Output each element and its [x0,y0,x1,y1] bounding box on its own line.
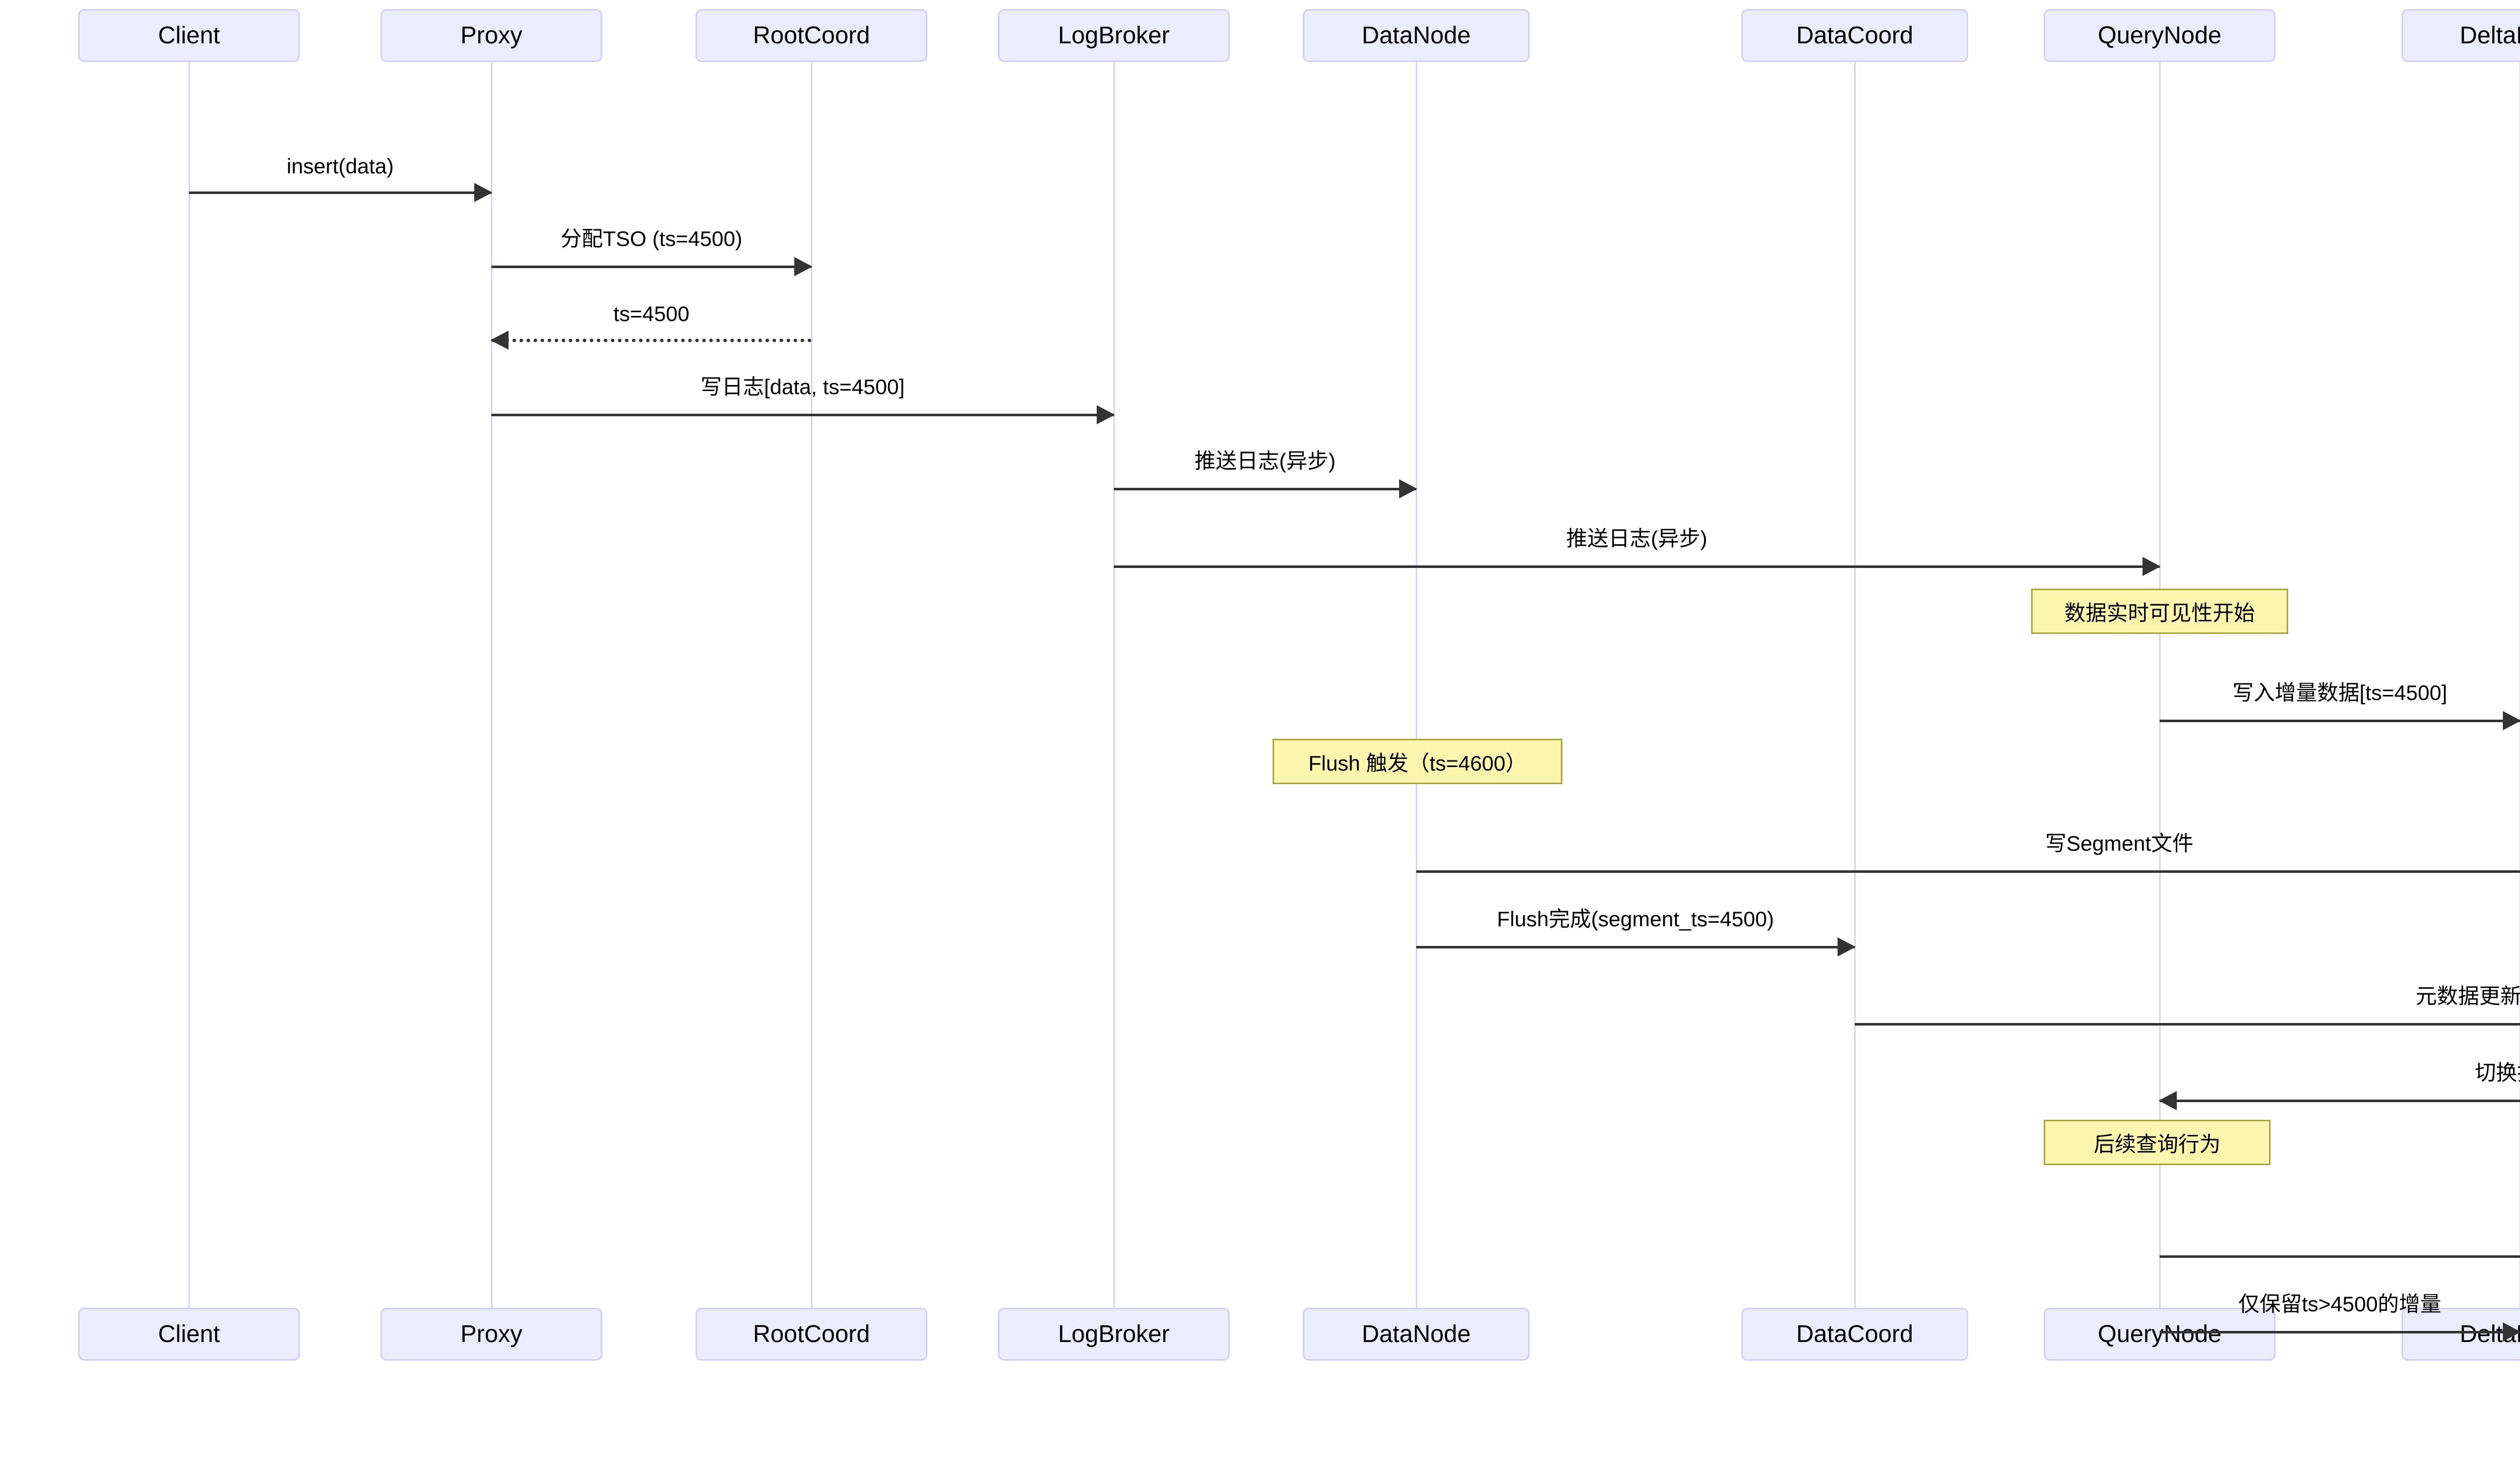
participant-proxy-top[interactable]: Proxy [381,9,602,62]
participant-querynode-top[interactable]: QueryNode [2044,9,2276,62]
participant-label: Client [158,22,220,49]
participant-deltabuffer-bottom[interactable]: DeltaBuffer [2402,1308,2520,1361]
participant-label: RootCoord [752,1320,870,1348]
lifeline-datanode [1415,62,1417,1308]
arrowhead-icon [2503,711,2520,730]
participant-datanode-bottom[interactable]: DataNode [1303,1308,1530,1361]
message-label: 分配TSO (ts=4500) [560,227,742,250]
participant-querynode-bottom[interactable]: QueryNode [2044,1308,2276,1361]
arrowhead-icon [2143,557,2161,576]
lifeline-logbroker [1113,62,1115,1308]
participant-proxy-bottom[interactable]: Proxy [381,1308,602,1361]
arrowhead-icon [490,331,509,350]
note-n2[interactable]: Flush 触发（ts=4600） [1273,739,1562,784]
message-label: Flush完成(segment_ts=4500) [1497,907,1774,931]
message-line [1416,946,1855,948]
note-n3[interactable]: 后续查询行为 [2044,1120,2271,1165]
note-text: 数据实时可见性开始 [2064,601,2255,625]
arrowhead-icon [2159,1091,2177,1110]
message-label: 仅保留ts>4500的增量 [2238,1292,2441,1316]
message-label: 切换指令: "停止使用ts≤4500的增量" [2475,1061,2520,1084]
arrowhead-icon [794,257,812,276]
message-label: 元数据更新通知 [2415,984,2520,1008]
participant-client-top[interactable]: Client [78,9,300,62]
participant-label: DataNode [1361,22,1471,49]
message-label: 写日志[data, ts=4500] [700,375,905,399]
participant-datacoord-bottom[interactable]: DataCoord [1741,1308,1968,1361]
participant-datanode-top[interactable]: DataNode [1303,9,1530,62]
note-n1[interactable]: 数据实时可见性开始 [2031,589,2288,634]
participant-logbroker-bottom[interactable]: LogBroker [998,1308,1230,1361]
message-label: 推送日志(异步) [1194,449,1336,473]
lifeline-client [188,62,190,1308]
lifeline-rootcoord [810,62,812,1308]
message-line [2160,720,2520,722]
message-line [189,192,491,194]
message-line [1114,565,2160,568]
participant-client-bottom[interactable]: Client [78,1308,300,1361]
message-label: ts=4500 [613,302,689,326]
message-line [1416,870,2520,873]
lifeline-querynode [2159,62,2161,1308]
lifeline-deltabuffer [2519,62,2520,1308]
message-label: 加载新Segment(ts≤4500) [2160,1211,2520,1242]
note-text: Flush 触发（ts=4600） [1308,751,1527,775]
participant-label: RootCoord [752,22,870,49]
arrowhead-icon [1399,479,1417,498]
participant-label: DataNode [1361,1320,1471,1348]
lifeline-proxy [490,62,492,1308]
participant-label: DataCoord [1796,22,1914,49]
participant-rootcoord-bottom[interactable]: RootCoord [696,1308,927,1361]
message-line [1855,1023,2520,1026]
participant-label: DeltaBuffer [2460,22,2520,49]
arrowhead-icon [474,183,492,202]
arrowhead-icon [1097,405,1115,424]
participant-label: LogBroker [1058,22,1170,49]
message-line [2160,1255,2520,1258]
message-label: 推送日志(异步) [1566,527,1708,550]
participant-label: Proxy [460,22,523,49]
arrowhead-icon [1838,937,1856,956]
message-line [491,339,811,342]
participant-label: LogBroker [1058,1320,1170,1348]
participant-label: Client [158,1320,220,1348]
participant-logbroker-top[interactable]: LogBroker [998,9,1230,62]
message-line [1114,488,1416,490]
participant-deltabuffer-top[interactable]: DeltaBuffer [2402,9,2520,62]
participant-label: QueryNode [2098,1320,2222,1348]
message-label: insert(data) [286,154,394,178]
message-line [2160,1331,2520,1333]
participant-datacoord-top[interactable]: DataCoord [1741,9,1968,62]
participant-label: QueryNode [2098,22,2222,49]
participant-rootcoord-top[interactable]: RootCoord [696,9,927,62]
note-text: 后续查询行为 [2093,1132,2221,1156]
message-line [2160,1100,2520,1102]
message-line [491,414,1114,416]
message-label: 写入增量数据[ts=4500] [2232,681,2447,705]
participant-label: Proxy [460,1320,523,1348]
participant-label: DataCoord [1796,1320,1914,1348]
message-line [491,266,811,268]
arrowhead-icon [2503,1322,2520,1342]
lifeline-datacoord [1854,62,1856,1308]
message-label: 写Segment文件 [2045,832,2194,855]
